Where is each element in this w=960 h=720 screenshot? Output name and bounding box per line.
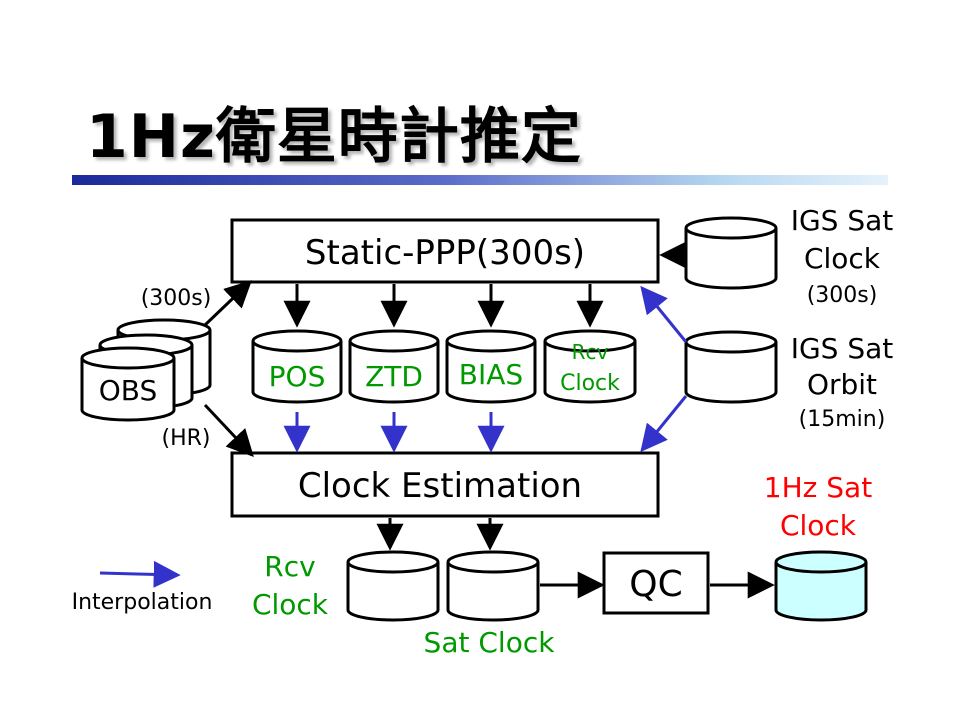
igs-sat-orbit-cylinder bbox=[684, 330, 778, 404]
clock-estimation-label: Clock Estimation bbox=[298, 466, 582, 506]
output-rcv-clock-label-line2: Clock bbox=[252, 588, 329, 621]
pos-cylinder: POS bbox=[251, 329, 343, 404]
qc-box: QC bbox=[602, 551, 710, 615]
orbit-to-ppp-interp-arrow bbox=[640, 285, 688, 343]
igs-clock-rate: (300s) bbox=[807, 283, 878, 308]
rcv-clock-label-line1: Rcv bbox=[572, 340, 609, 364]
igs-orbit-label-line2: Orbit bbox=[807, 368, 877, 401]
orbit-to-estimation-interp-arrow bbox=[640, 395, 688, 453]
final-1hz-sat-clock-cylinder bbox=[774, 550, 868, 622]
final-label-line2: Clock bbox=[780, 509, 857, 542]
rcv-clock-label-line2: Clock bbox=[560, 371, 620, 396]
static-ppp-box: Static-PPP(300s) bbox=[230, 218, 660, 284]
obs-rate-hr: (HR) bbox=[162, 426, 211, 451]
obs-to-estimation-arrow bbox=[203, 403, 254, 457]
obs-database: OBS bbox=[80, 318, 212, 422]
bias-label: BIAS bbox=[459, 358, 523, 391]
qc-label: QC bbox=[629, 564, 682, 605]
output-sat-clock-label: Sat Clock bbox=[424, 626, 556, 659]
legend-interpolation-label: Interpolation bbox=[72, 590, 213, 615]
igs-orbit-rate: (15min) bbox=[799, 407, 886, 432]
static-ppp-label: Static-PPP(300s) bbox=[305, 233, 585, 273]
igs-clock-label-line2: Clock bbox=[804, 242, 881, 275]
obs-rate-300s: (300s) bbox=[141, 286, 212, 311]
page-title: 1Hz衛星時計推定 bbox=[86, 102, 582, 172]
output-sat-clock-cylinder bbox=[446, 550, 540, 622]
output-rcv-clock-label-line1: Rcv bbox=[264, 550, 315, 583]
ztd-cylinder: ZTD bbox=[348, 329, 440, 404]
final-label-line1: 1Hz Sat bbox=[764, 471, 872, 504]
obs-to-ppp-arrow bbox=[203, 280, 252, 327]
clock-estimation-box: Clock Estimation bbox=[230, 451, 660, 518]
title-underline-bar bbox=[72, 175, 888, 185]
rcv-clock-cylinder: Rcv Clock bbox=[543, 329, 637, 404]
igs-orbit-label-line1: IGS Sat bbox=[791, 332, 894, 365]
legend-interpolation-arrow bbox=[99, 560, 181, 588]
output-rcv-clock-cylinder bbox=[346, 550, 440, 622]
igs-sat-clock-cylinder bbox=[684, 216, 778, 290]
igs-clock-label-line1: IGS Sat bbox=[791, 204, 894, 237]
pos-label: POS bbox=[269, 360, 326, 393]
ztd-label: ZTD bbox=[365, 360, 423, 393]
obs-label: OBS bbox=[99, 374, 158, 407]
bias-cylinder: BIAS bbox=[445, 329, 537, 404]
